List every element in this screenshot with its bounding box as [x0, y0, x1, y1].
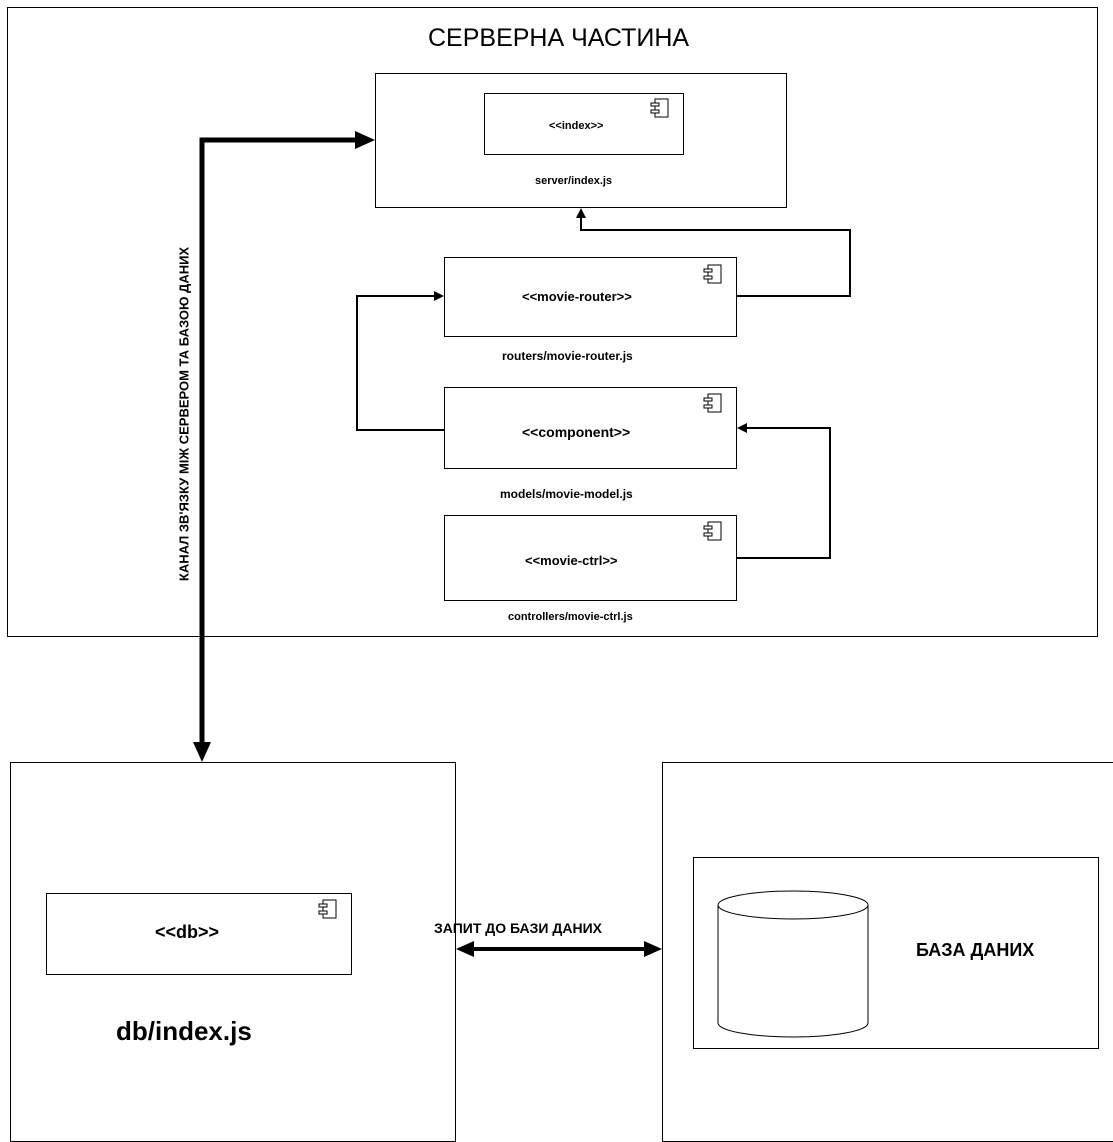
server-title: СЕРВЕРНА ЧАСТИНА — [428, 24, 690, 52]
movie-ctrl-caption: controllers/movie-ctrl.js — [508, 611, 633, 623]
channel-arrowhead-down — [193, 742, 211, 762]
database-label: БАЗА ДАНИХ — [916, 940, 1035, 960]
movie-router-name: <<movie-router>> — [522, 289, 632, 304]
component-icon — [318, 899, 337, 919]
movie-ctrl-component — [444, 515, 737, 601]
db-query-arrowhead-left — [456, 941, 474, 957]
database-inner-box — [693, 857, 1099, 1049]
model-component — [444, 387, 737, 469]
movie-ctrl-name: <<movie-ctrl>> — [525, 553, 618, 568]
component-icon — [703, 264, 722, 284]
component-icon — [703, 393, 722, 413]
component-icon — [650, 98, 669, 118]
movie-router-caption: routers/movie-router.js — [502, 349, 633, 363]
db-query-label: ЗАПИТ ДО БАЗИ ДАНИХ — [434, 920, 602, 936]
model-component-name: <<component>> — [522, 424, 631, 440]
db-file-caption: db/index.js — [116, 1016, 252, 1046]
channel-label: КАНАЛ ЗВ'ЯЗКУ МІЖ СЕРВЕРОМ ТА БАЗОЮ ДАНИ… — [176, 246, 192, 582]
db-component — [46, 893, 352, 975]
index-component-name: <<index>> — [549, 120, 604, 132]
component-icon — [703, 521, 722, 541]
db-component-name: <<db>> — [155, 922, 220, 942]
index-file-caption: server/index.js — [535, 175, 613, 187]
model-component-caption: models/movie-model.js — [500, 487, 633, 501]
db-query-arrowhead-right — [644, 941, 662, 957]
